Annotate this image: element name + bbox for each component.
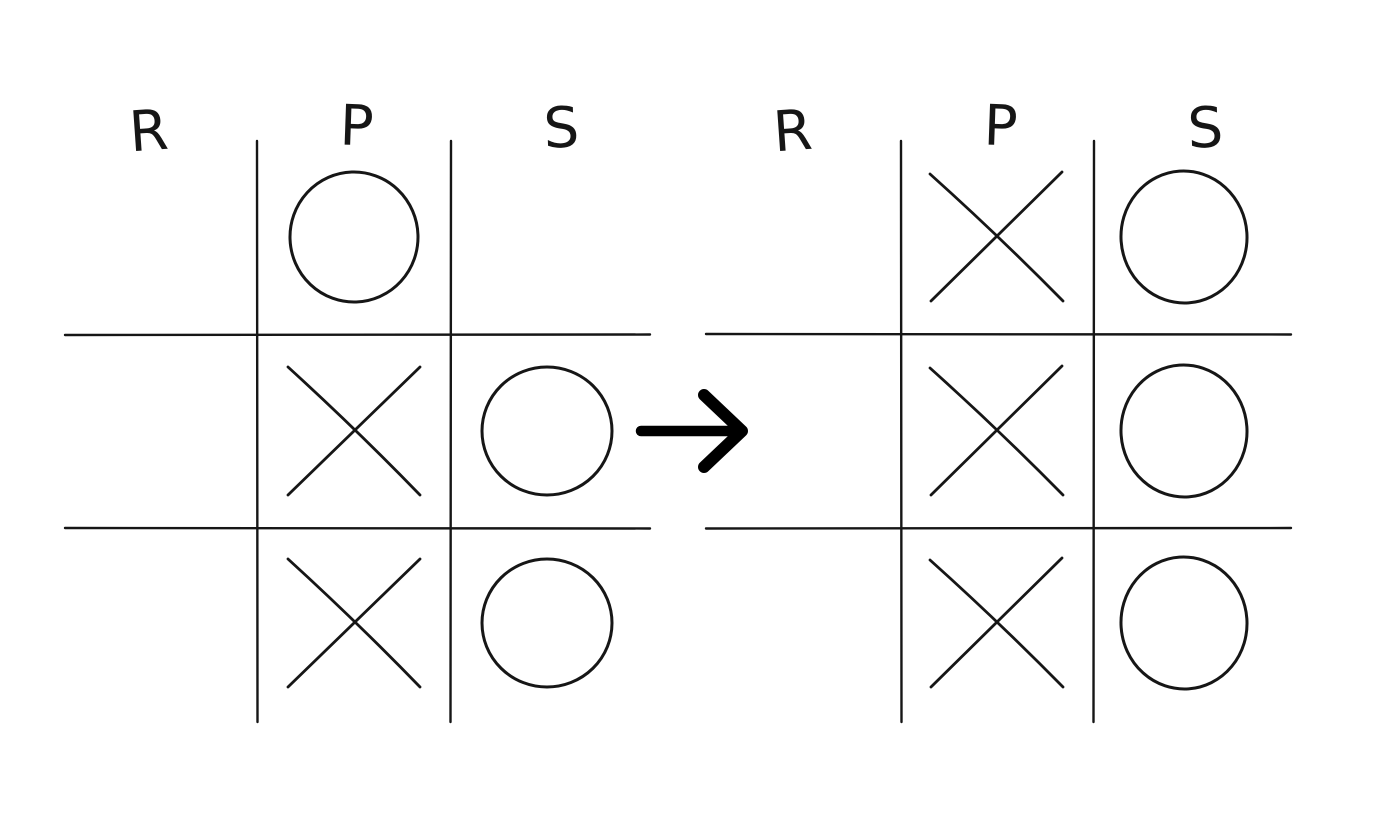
grid-line-horizontal — [63, 526, 652, 530]
column-header-paper: P — [983, 93, 1019, 159]
grid-line-vertical — [1092, 139, 1096, 724]
marks-after — [928, 169, 1249, 691]
grid-after: R P S — [704, 93, 1293, 724]
o-mark — [480, 365, 614, 497]
x-mark — [929, 170, 1064, 303]
column-header-rock: R — [771, 98, 814, 166]
o-mark — [480, 557, 614, 689]
o-mark — [288, 170, 420, 304]
x-mark — [929, 556, 1064, 689]
grid-line-horizontal — [63, 332, 652, 337]
column-header-rock: R — [127, 98, 170, 166]
grid-before: R P S — [63, 93, 652, 724]
transition-arrow — [635, 389, 748, 473]
marks-before — [286, 170, 614, 689]
x-mark — [286, 365, 422, 497]
grid-line-horizontal — [704, 332, 1293, 336]
o-mark — [1119, 555, 1249, 691]
column-header-paper: P — [339, 93, 375, 159]
column-header-scissors: S — [1186, 95, 1224, 161]
column-header-scissors: S — [542, 95, 580, 161]
x-mark — [929, 364, 1064, 497]
grid-line-horizontal — [704, 526, 1293, 530]
grid-line-vertical — [449, 139, 453, 724]
o-mark — [1119, 169, 1249, 305]
o-mark — [1119, 363, 1249, 499]
grid-line-vertical — [899, 139, 903, 724]
grid-line-vertical — [255, 139, 259, 724]
x-mark — [286, 557, 422, 689]
arrow-head-icon — [698, 389, 748, 473]
